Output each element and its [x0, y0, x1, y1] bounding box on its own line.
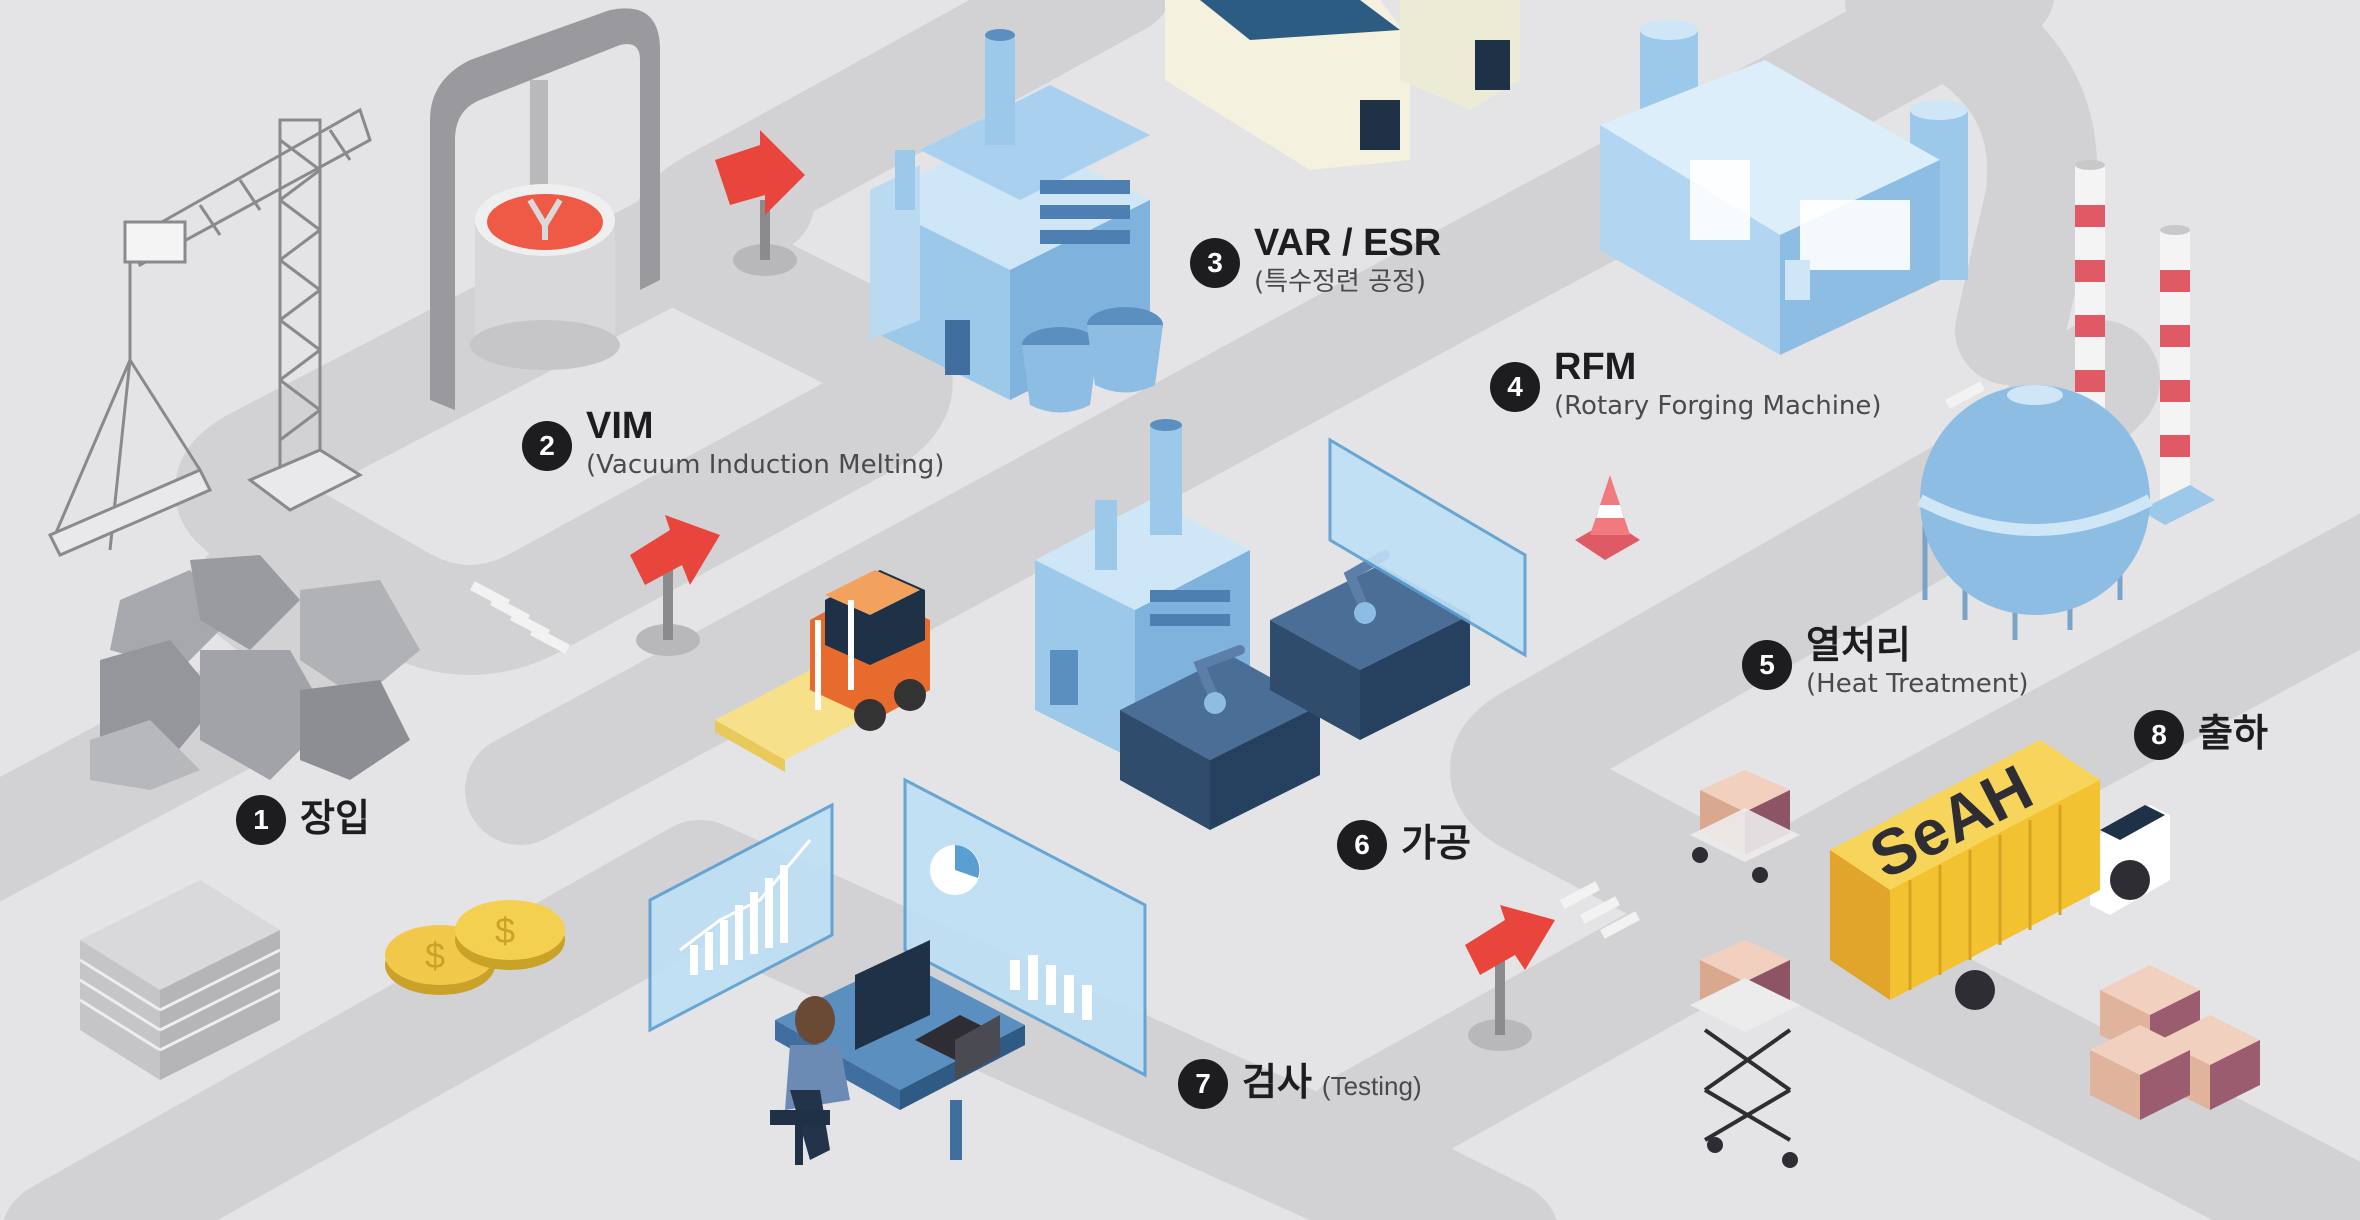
step-subtitle: (Rotary Forging Machine) — [1554, 391, 1882, 421]
monitor-panel-top — [1328, 437, 1527, 658]
direction-arrow-2 — [630, 515, 720, 656]
vim-furnace — [430, 8, 660, 410]
step-title: VIM — [586, 405, 654, 447]
cargo-box-pile — [2090, 965, 2260, 1120]
step-title: RFM — [1554, 346, 1637, 388]
step-subtitle: (Heat Treatment) — [1806, 669, 2029, 699]
step-6-machining: 6 가공 — [1337, 820, 1471, 870]
cargo-box-small — [1690, 770, 1800, 883]
scissor-lift-cart — [1690, 940, 1800, 1168]
forklift — [715, 570, 930, 772]
step-number-badge: 5 — [1742, 640, 1792, 690]
step-3-var-esr: 3 VAR / ESR (특수정련 공정) — [1190, 220, 1441, 298]
crane — [47, 107, 372, 557]
step-subtitle: (특수정련 공정) — [1254, 267, 1427, 297]
step-title: VAR / ESR — [1254, 222, 1442, 264]
rfm-building — [1600, 20, 1968, 355]
step-7-testing: 7 검사 (Testing) — [1178, 1059, 1422, 1109]
step-number-badge: 3 — [1190, 238, 1240, 288]
svg-text:$: $ — [425, 935, 445, 976]
step-title: 가공 — [1401, 821, 1471, 865]
svg-text:$: $ — [495, 910, 515, 951]
traffic-cone — [1575, 475, 1640, 560]
operator-desk — [770, 940, 1025, 1165]
step-title: 출하 — [2198, 711, 2268, 755]
step-title: 장입 — [300, 796, 370, 840]
var-esr-factory — [870, 29, 1163, 413]
step-number-badge: 2 — [522, 421, 572, 471]
step-2-vim: 2 VIM (Vacuum Induction Melting) — [522, 403, 944, 481]
crosswalk-marks — [469, 381, 1986, 939]
heat-treatment-tank — [1917, 385, 2153, 640]
direction-arrow-3 — [1465, 905, 1555, 1051]
truck: SeAH — [1830, 740, 2170, 1010]
step-subtitle: (Vacuum Induction Melting) — [586, 450, 945, 480]
step-number-badge: 6 — [1337, 820, 1387, 870]
direction-arrow-1 — [715, 130, 805, 276]
warehouses — [1165, 0, 1520, 170]
coins: $ $ — [385, 900, 565, 995]
cooling-fans — [1022, 307, 1163, 413]
step-4-rfm: 4 RFM (Rotary Forging Machine) — [1490, 344, 1882, 422]
step-1-charging: 1 장입 — [236, 795, 370, 845]
step-8-shipping: 8 출하 — [2134, 710, 2268, 760]
monitor-panel-dashboard — [903, 777, 1147, 1078]
step-number-badge: 7 — [1178, 1059, 1228, 1109]
ingot-stack — [79, 880, 281, 1080]
ore-rocks — [90, 555, 420, 790]
step-number-badge: 1 — [236, 795, 286, 845]
step-subtitle: (Testing) — [1321, 1071, 1422, 1101]
step-title: 검사 — [1242, 1060, 1312, 1104]
step-number-badge: 8 — [2134, 710, 2184, 760]
monitor-panel-chart — [648, 802, 834, 1033]
step-number-badge: 4 — [1490, 362, 1540, 412]
step-title: 열처리 — [1806, 623, 1911, 667]
step-5-heat-treatment: 5 열처리 (Heat Treatment) — [1742, 622, 2029, 700]
